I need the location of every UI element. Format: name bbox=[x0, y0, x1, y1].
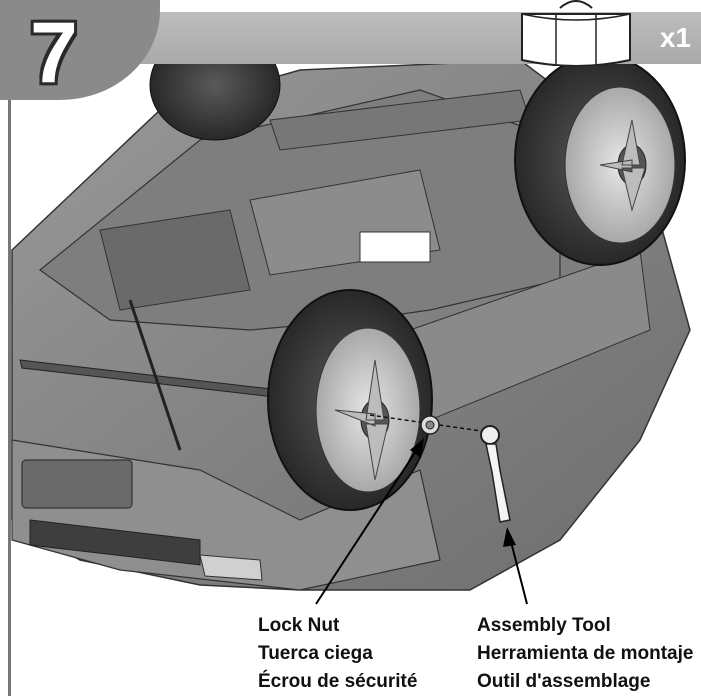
quantity-label: x1 bbox=[659, 22, 691, 53]
assembly-tool-label-es: Herramienta de montaje bbox=[477, 643, 694, 664]
assembly-tool-arrow bbox=[503, 527, 528, 605]
step-number: 7 bbox=[30, 5, 78, 101]
front-grille bbox=[29, 519, 201, 566]
license-plate bbox=[21, 459, 133, 509]
rear-right-wheel bbox=[514, 54, 686, 266]
lock-nut-arrow bbox=[315, 438, 424, 605]
lock-nut-label-en: Lock Nut bbox=[258, 615, 340, 636]
page-side-rule bbox=[8, 100, 11, 696]
steering-rod bbox=[128, 299, 182, 451]
front-right-wheel bbox=[267, 289, 433, 511]
lock-nut-callout: Lock Nut Tuerca ciega Écrou de sécurité bbox=[258, 612, 417, 696]
assembly-tool-callout: Assembly Tool Herramienta de montaje Out… bbox=[477, 612, 693, 696]
lock-nut-icon bbox=[521, 0, 631, 66]
lock-nut-label-es: Tuerca ciega bbox=[258, 643, 373, 664]
lock-nut-part bbox=[420, 415, 440, 435]
assembly-tool-label-en: Assembly Tool bbox=[477, 615, 611, 636]
headlight bbox=[199, 554, 263, 581]
lock-nut-label-fr: Écrou de sécurité bbox=[258, 671, 418, 692]
battery-tray bbox=[99, 209, 251, 311]
assembly-tool-part bbox=[480, 425, 511, 523]
floor-opening bbox=[359, 231, 431, 263]
assembly-tool-label-fr: Outil d'assemblage bbox=[477, 671, 651, 692]
